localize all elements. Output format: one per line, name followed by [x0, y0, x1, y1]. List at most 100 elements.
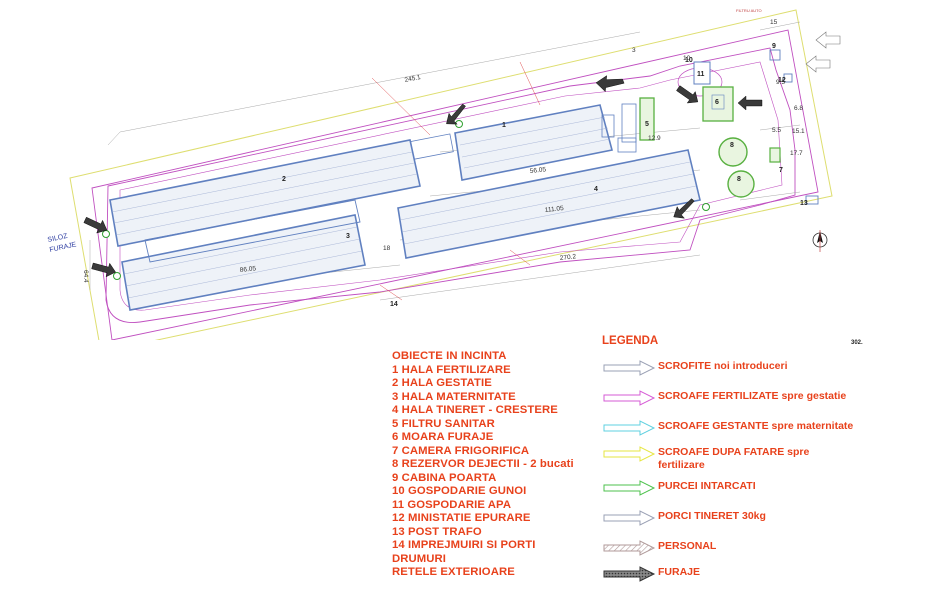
- object-item: DRUMURI: [392, 552, 447, 565]
- building-4-hala-tineret: [397, 149, 701, 259]
- label-building-2: 2: [282, 176, 286, 183]
- tank-8-a: [718, 137, 748, 167]
- label-tank-8a: 8: [730, 142, 734, 149]
- site-plan-drawing: 1 2 3 4 5 6 7 8 8 9 10 11 12 13 14 245.1…: [47, 8, 841, 340]
- internal-road: [105, 47, 796, 323]
- legend-label: SCROAFE FERTILIZATE spre gestatie: [658, 390, 847, 402]
- building-11-gospodarie-apa: [693, 61, 711, 85]
- legend-arrow-icon: [603, 446, 656, 462]
- legend-arrow-icon: [603, 420, 656, 436]
- dim-270: 270.2: [559, 253, 576, 262]
- legend-item-scrofite: SCROFITE noi introduceri: [602, 360, 902, 382]
- label-building-6: 6: [715, 99, 719, 106]
- label-building-11: 11: [697, 71, 705, 78]
- legend-item-furaje: FURAJE: [602, 566, 902, 588]
- object-item: RETELE EXTERIOARE: [392, 566, 515, 578]
- object-item: 13 POST TRAFO: [392, 525, 482, 538]
- building-7-camera-frigorifica: [769, 147, 781, 163]
- fence-outline: [91, 29, 819, 340]
- legend-item-fertilizate: SCROAFE FERTILIZATE spre gestatie: [602, 390, 902, 412]
- object-item: 3 HALA MATERNITATE: [392, 390, 516, 403]
- dim-15-1: 15.1: [792, 128, 805, 135]
- feed-arrows: [83, 75, 763, 278]
- dim-3: 3: [632, 47, 636, 54]
- legend-label: PERSONAL: [658, 540, 717, 552]
- dim-5-5: 5.5: [772, 127, 781, 134]
- connector-2-3: [144, 199, 361, 263]
- entry-arrows: [805, 31, 841, 73]
- label-tank-8b: 8: [737, 176, 741, 183]
- legend-arrow-icon: [603, 510, 656, 526]
- building-5-annex: [621, 103, 637, 143]
- legend-item-tineret: PORCI TINERET 30kg: [602, 510, 902, 532]
- dim-64: 64.4: [82, 270, 89, 283]
- legend-arrow-icon: [603, 480, 656, 496]
- legend-item-purcei: PURCEI INTARCATI: [602, 480, 902, 502]
- dim-9-5: 9.5: [776, 79, 785, 86]
- building-1-hala-fertilizare: [454, 104, 613, 181]
- legend-label: SCROAFE DUPA FATARE spre fertilizare: [658, 446, 810, 471]
- label-building-4: 4: [594, 186, 598, 193]
- label-building-13: 13: [800, 200, 808, 207]
- property-boundary: [69, 9, 833, 340]
- legend-label: SCROFITE noi introduceri: [658, 360, 788, 372]
- internal-road-inner: [119, 61, 783, 311]
- dim-15: 15: [770, 19, 778, 26]
- legend-arrow-icon: [603, 360, 656, 376]
- label-building-10: 10: [685, 57, 693, 64]
- objects-title: OBIECTE IN INCINTA: [392, 350, 507, 362]
- label-building-1: 1: [502, 122, 506, 129]
- building-9-cabina-poarta: [769, 49, 781, 61]
- legend-item-gestante: SCROAFE GESTANTE spre maternitate: [602, 420, 902, 442]
- object-item: 9 CABINA POARTA: [392, 471, 497, 484]
- siloz-label-1: SILOZ: [47, 233, 69, 244]
- building-5-filtru-sanitar: [639, 97, 655, 141]
- object-item: 10 GOSPODARIE GUNOI: [392, 485, 527, 497]
- building-6-moara-furaje: [702, 86, 734, 122]
- object-item: 7 CAMERA FRIGORIFICA: [392, 444, 530, 457]
- connector-block: [410, 133, 454, 160]
- legend-label: SCROAFE GESTANTE spre maternitate: [658, 420, 854, 432]
- tank-8-b: [727, 170, 755, 198]
- dim-86: 86.05: [239, 265, 256, 274]
- filtru-auto-label: FILTRU AUTO: [736, 8, 762, 13]
- building-6-inner: [711, 94, 725, 110]
- label-building-5: 5: [645, 121, 649, 128]
- siloz-label-2: FURAJE: [49, 241, 77, 254]
- object-item: 5 FILTRU SANITAR: [392, 417, 495, 430]
- dim-17-7: 17.7: [790, 150, 803, 157]
- legend-label: PURCEI INTARCATI: [658, 480, 756, 492]
- object-item: 1 HALA FERTILIZARE: [392, 363, 511, 376]
- objects-list: OBIECTE IN INCINTA 1 HALA FERTILIZARE 2 …: [392, 350, 592, 580]
- dim-111: 111.05: [544, 205, 564, 214]
- label-building-12: 12: [778, 77, 786, 84]
- legend-label: PORCI TINERET 30kg: [658, 510, 766, 522]
- dim-56: 56.05: [529, 166, 546, 175]
- label-building-3: 3: [346, 233, 350, 240]
- object-item: 2 HALA GESTATIE: [392, 377, 492, 389]
- object-item: 14 IMPREJMUIRI SI PORTI: [392, 539, 536, 551]
- gate-markers: [102, 120, 710, 280]
- label-building-7: 7: [779, 167, 783, 174]
- building-12-ministatie: [783, 73, 793, 83]
- plan-number: 302.: [851, 340, 863, 346]
- legend-item-dupa-fatare: SCROAFE DUPA FATARE spre fertilizare: [602, 446, 902, 476]
- north-arrow-icon: [812, 230, 828, 252]
- legend-arrow-icon: [603, 540, 656, 556]
- connector-block: [617, 137, 637, 153]
- label-building-9: 9: [772, 43, 776, 50]
- legend-arrow-icon: [603, 566, 656, 582]
- object-item: 11 GOSPODARIE APA: [392, 498, 512, 511]
- object-item: 4 HALA TINERET - CRESTERE: [392, 404, 558, 416]
- dim-10: 10: [683, 55, 691, 62]
- label-building-14: 14: [390, 301, 398, 308]
- callout-lines: [371, 61, 541, 301]
- dim-245: 245.1: [404, 74, 422, 84]
- object-item: 8 REZERVOR DEJECTII - 2 bucati: [392, 458, 574, 470]
- legend-label: FURAJE: [658, 566, 701, 578]
- dim-18: 18: [383, 245, 391, 252]
- building-13-post-trafo: [805, 195, 819, 205]
- legend-arrow-icon: [603, 390, 656, 406]
- dim-12-9: 12.9: [648, 135, 661, 142]
- object-item: 6 MOARA FURAJE: [392, 431, 494, 443]
